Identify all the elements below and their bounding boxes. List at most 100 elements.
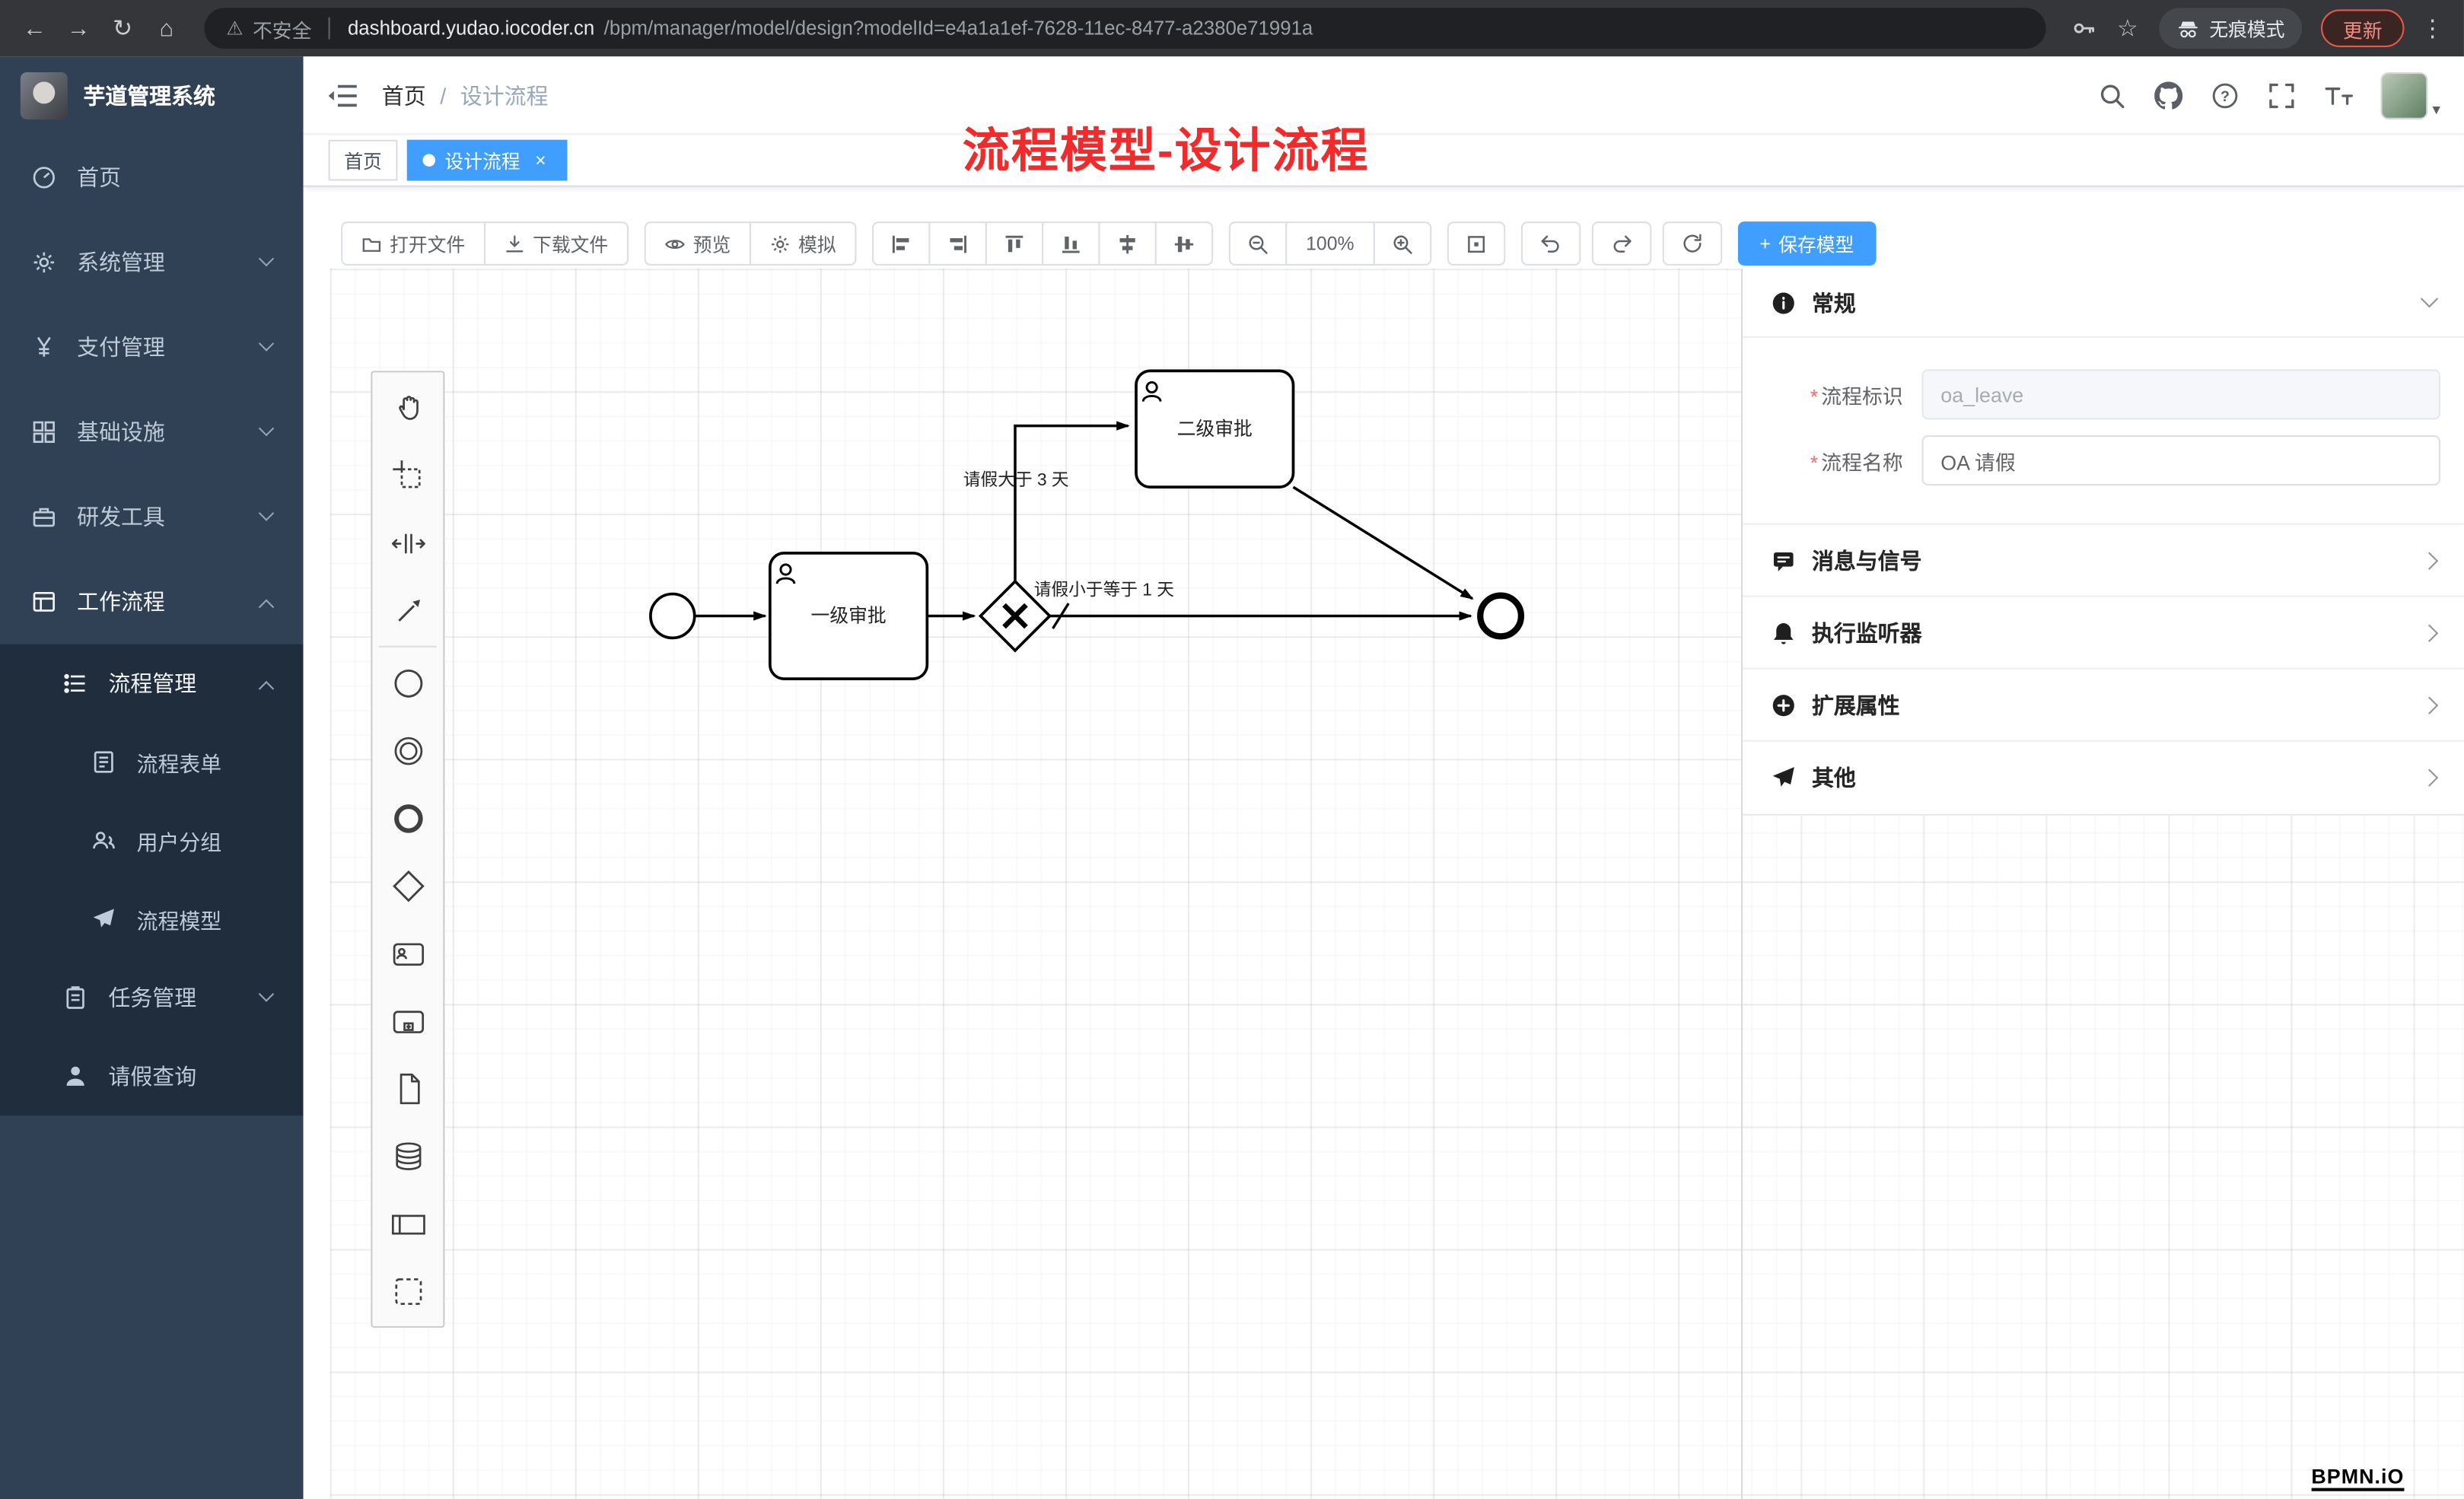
browser-forward-icon[interactable]: → [66, 14, 91, 42]
end-event[interactable] [1477, 592, 1525, 640]
zoom-in-button[interactable] [1373, 221, 1431, 266]
sequence-flow-gateway-to-task2[interactable] [1014, 421, 1130, 582]
gear-icon [33, 252, 55, 273]
eye-icon [665, 239, 685, 248]
create-data-store-button[interactable] [374, 1122, 441, 1189]
panel-section-execution-listener[interactable]: 执行监听器 [1743, 597, 2464, 670]
url-path: /bpm/manager/model/design?modelId=e4a1a1… [603, 17, 1313, 40]
panel-section-message-signal[interactable]: 消息与信号 [1743, 525, 2464, 597]
view-button-group: 预览 模拟 [644, 221, 857, 266]
zoom-out-button[interactable] [1228, 221, 1288, 266]
sidebar-item-home[interactable]: 首页 [0, 135, 304, 221]
sidebar-item-label: 流程管理 [108, 670, 197, 696]
tab-home[interactable]: 首页 [328, 139, 398, 181]
key-icon[interactable] [2064, 9, 2103, 47]
create-start-event-button[interactable] [374, 649, 441, 717]
sidebar-item-infrastructure[interactable]: 基础设施 [0, 390, 304, 475]
sequence-flow-task2-to-end[interactable] [1292, 485, 1474, 600]
bpmn-io-logo[interactable]: BPMN.iO [2311, 1465, 2405, 1491]
user-task-level1[interactable]: 一级审批 [768, 552, 929, 680]
help-icon-svg: ? [2213, 82, 2239, 108]
undo-button[interactable] [1520, 221, 1581, 266]
panel-section-extended-attributes[interactable]: 扩展属性 [1743, 670, 2464, 742]
create-group-button[interactable] [374, 1257, 441, 1325]
preview-button[interactable]: 预览 [644, 221, 752, 266]
create-user-task-button[interactable] [374, 919, 441, 987]
sidebar-item-system[interactable]: 系统管理 [0, 220, 304, 305]
sidebar-item-process-form[interactable]: 流程表单 [0, 722, 304, 802]
browser-back-icon[interactable]: ← [22, 14, 46, 42]
hand-tool-button[interactable] [374, 374, 441, 441]
breadcrumb-home[interactable]: 首页 [381, 82, 426, 108]
download-file-label: 下载文件 [533, 233, 609, 256]
create-data-object-button[interactable] [374, 1055, 441, 1122]
sidebar-item-devtools[interactable]: 研发工具 [0, 475, 304, 560]
align-left-button[interactable] [872, 221, 931, 266]
zoom-reset-button[interactable] [1447, 221, 1505, 266]
chevron-right-icon [2420, 551, 2439, 569]
sidebar-item-label: 支付管理 [77, 334, 165, 360]
restart-button[interactable] [1662, 221, 1722, 266]
align-right-button[interactable] [928, 221, 987, 266]
open-file-button[interactable]: 打开文件 [341, 221, 486, 266]
download-file-button[interactable]: 下载文件 [484, 221, 629, 266]
process-name-input[interactable] [1921, 435, 2440, 486]
font-size-icon[interactable] [2324, 80, 2354, 110]
redo-button[interactable] [1591, 221, 1651, 266]
field-label: *流程标识 [1810, 384, 1903, 408]
sidebar-item-process-model[interactable]: 流程模型 [0, 880, 304, 959]
collapse-sidebar-icon[interactable] [327, 79, 358, 110]
create-end-event-button[interactable] [374, 784, 441, 851]
sidebar-item-user-group[interactable]: 用户分组 [0, 801, 304, 880]
simulate-button[interactable]: 模拟 [750, 221, 857, 266]
sidebar-item-leave-query[interactable]: 请假查询 [0, 1036, 304, 1116]
user-task-person-icon [775, 563, 796, 584]
create-intermediate-event-button[interactable] [374, 717, 441, 785]
sidebar-item-payment[interactable]: 支付管理 [0, 305, 304, 390]
exclusive-gateway[interactable] [978, 579, 1052, 653]
search-icon[interactable] [2098, 80, 2128, 110]
create-gateway-button[interactable] [374, 851, 441, 919]
gateway-x-marker [1002, 603, 1028, 629]
help-icon[interactable]: ? [2211, 80, 2240, 110]
sidebar-item-workflow[interactable]: 工作流程 [0, 559, 304, 644]
space-tool-button[interactable] [374, 509, 441, 577]
save-model-button[interactable]: + 保存模型 [1737, 221, 1877, 266]
browser-home-icon[interactable]: ⌂ [159, 14, 174, 42]
incognito-badge: 无痕模式 [2159, 8, 2303, 49]
user-avatar[interactable]: ▾ [2380, 71, 2440, 119]
github-icon[interactable] [2154, 80, 2184, 110]
tags-view-bar: 首页 设计流程 × [303, 133, 2464, 187]
svg-text:?: ? [2221, 88, 2230, 104]
bookmark-star-icon[interactable]: ☆ [2117, 15, 2138, 43]
lasso-tool-button[interactable] [374, 441, 441, 509]
align-bottom-button[interactable] [1042, 221, 1100, 266]
global-connect-tool-button[interactable] [374, 577, 441, 644]
panel-section-general[interactable]: 常规 [1743, 269, 2464, 338]
sidebar-item-process-management[interactable]: 流程管理 [0, 644, 304, 723]
flow-condition-label: 请假小于等于 1 天 [1034, 580, 1174, 600]
tab-design-process[interactable]: 设计流程 × [406, 139, 568, 181]
properties-panel: 常规 *流程标识 *流程名称 [1743, 269, 2464, 816]
avatar-image [2380, 71, 2428, 119]
user-task-level2[interactable]: 二级审批 [1135, 369, 1295, 489]
clipboard-icon [66, 986, 84, 1009]
header-actions: ? ▾ [2098, 71, 2440, 119]
browser-reload-icon[interactable]: ↻ [113, 15, 133, 43]
create-subprocess-button[interactable] [374, 987, 441, 1055]
panel-section-title: 执行监听器 [1811, 619, 1922, 645]
align-top-button[interactable] [985, 221, 1044, 266]
start-event[interactable] [649, 592, 696, 640]
address-bar[interactable]: ⚠ 不安全 dashboard.yudao.iocoder.cn /bpm/ma… [204, 8, 2046, 49]
align-middle-vertical-button[interactable] [1154, 221, 1214, 266]
browser-update-button[interactable]: 更新 [2320, 9, 2405, 47]
sidebar-item-task-management[interactable]: 任务管理 [0, 958, 304, 1037]
panel-section-other[interactable]: 其他 [1743, 742, 2464, 814]
create-participant-button[interactable] [374, 1189, 441, 1257]
tab-close-icon[interactable]: × [535, 149, 546, 172]
font-size-icon-svg [2325, 86, 2353, 104]
app-logo[interactable]: 芋道管理系统 [0, 56, 304, 135]
fullscreen-icon[interactable] [2268, 80, 2297, 110]
browser-menu-icon[interactable]: ⋮ [2421, 15, 2445, 43]
align-center-horizontal-button[interactable] [1098, 221, 1157, 266]
